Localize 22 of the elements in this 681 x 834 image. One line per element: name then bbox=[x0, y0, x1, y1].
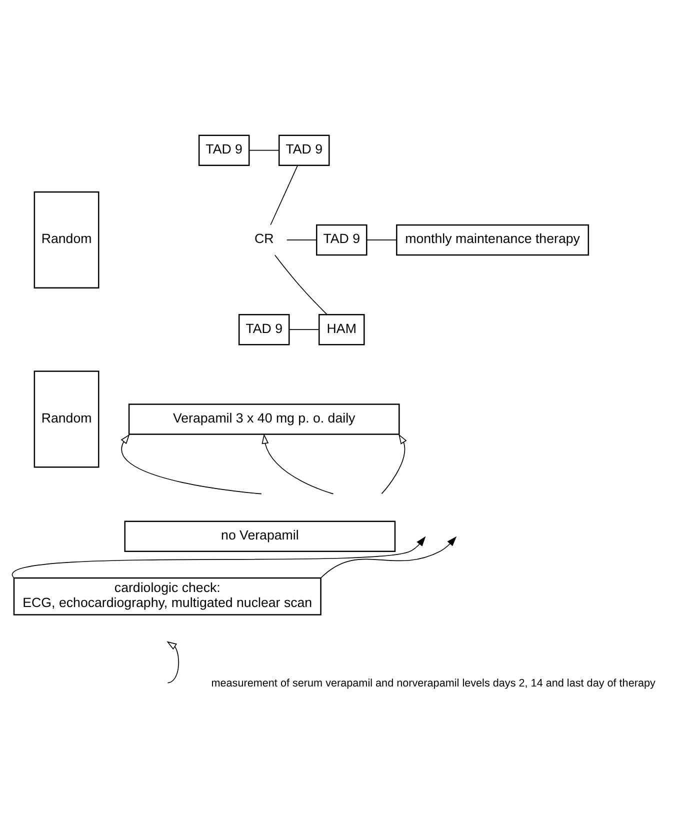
node-box: Random bbox=[34, 191, 100, 289]
node-box: monthly maintenance therapy bbox=[396, 224, 590, 256]
node-box: TAD 9 bbox=[238, 314, 290, 346]
connector bbox=[274, 254, 328, 315]
arrow bbox=[262, 434, 334, 494]
node-box: TAD 9 bbox=[198, 134, 250, 166]
connector bbox=[248, 150, 280, 151]
node-box: cardiologic check: ECG, echocardiography, multigated nuclear scan bbox=[13, 577, 322, 616]
arrow bbox=[381, 434, 407, 494]
arrow bbox=[320, 536, 457, 578]
arrow bbox=[120, 434, 262, 494]
node-box: no Verapamil bbox=[124, 520, 396, 552]
node-box: Random bbox=[34, 370, 100, 468]
legend-label: measurement of serum verapamil and norverapamil levels days 2, 14 and last day of therapy bbox=[211, 677, 656, 690]
node-box: TAD 9 bbox=[316, 224, 368, 256]
arrow bbox=[14, 536, 426, 578]
node-box: TAD 9 bbox=[278, 134, 330, 166]
connector bbox=[270, 165, 298, 226]
node-box: HAM bbox=[318, 314, 365, 346]
node-text: CR bbox=[254, 231, 274, 246]
node-box: Verapamil 3 x 40 mg p. o. daily bbox=[128, 404, 400, 435]
connector bbox=[288, 329, 320, 330]
